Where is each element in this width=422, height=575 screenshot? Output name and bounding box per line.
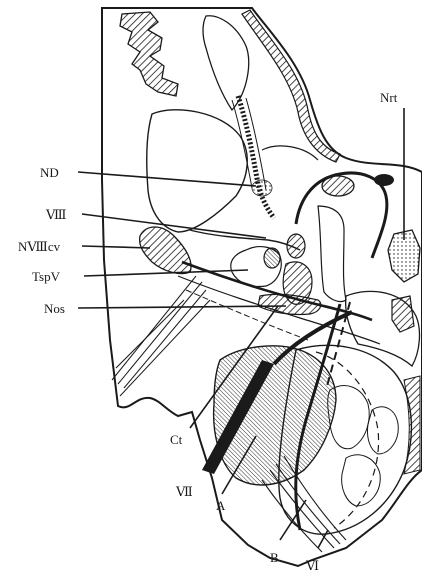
- right-rim-hatch: [404, 376, 420, 474]
- nucleus-nd: [252, 180, 272, 196]
- dorsal-tract: [238, 96, 274, 218]
- ventricle-recess: [262, 146, 318, 160]
- label-nviiicv: NⅧcv: [18, 239, 61, 254]
- left-cavity: [147, 110, 247, 232]
- viii-root: [190, 230, 300, 250]
- label-a: A: [216, 498, 226, 513]
- nucleus-viii-a: [287, 234, 305, 258]
- nucleus-viii-b: [264, 248, 280, 268]
- nucleus-nviiicv: [140, 227, 191, 274]
- hatched-band-top-left: [120, 12, 178, 96]
- pons-inner-lobe-3: [342, 455, 381, 506]
- leader-nos: [78, 306, 286, 308]
- label-viii: Ⅷ: [45, 207, 66, 222]
- label-vii: Ⅶ: [175, 484, 193, 499]
- label-nd: ND: [40, 165, 59, 180]
- bracket-structure: [318, 206, 346, 302]
- label-ct: Ct: [170, 432, 183, 447]
- label-nrt: Nrt: [380, 90, 398, 105]
- leader-nd: [78, 172, 256, 186]
- label-b: B: [270, 550, 279, 565]
- label-nos: Nos: [44, 301, 65, 316]
- label-vi: Ⅵ: [305, 558, 319, 573]
- label-tspv: TspV: [32, 269, 61, 284]
- leader-b: [280, 500, 306, 540]
- leader-nviiicv: [82, 246, 150, 248]
- leader-viii: [82, 214, 266, 238]
- pons-inner-lobe-2: [367, 407, 398, 454]
- upper-cavity: [203, 16, 249, 110]
